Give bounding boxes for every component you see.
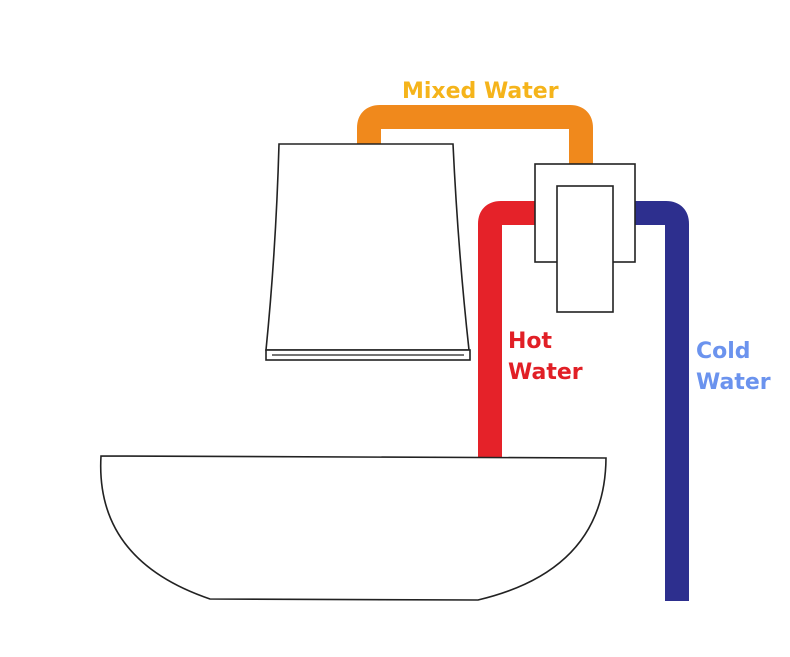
mixed-water-pipe	[357, 105, 593, 164]
cold-water-label: Cold Water	[696, 339, 771, 395]
cold-water-pipe	[634, 201, 689, 601]
basin	[99, 455, 607, 601]
shower-head	[265, 143, 470, 351]
hot-water-label: Hot Water	[508, 329, 583, 385]
mixing-valve-handle	[556, 185, 614, 313]
hot-water-pipe	[478, 201, 535, 457]
mixed-water-label: Mixed Water	[402, 79, 559, 104]
